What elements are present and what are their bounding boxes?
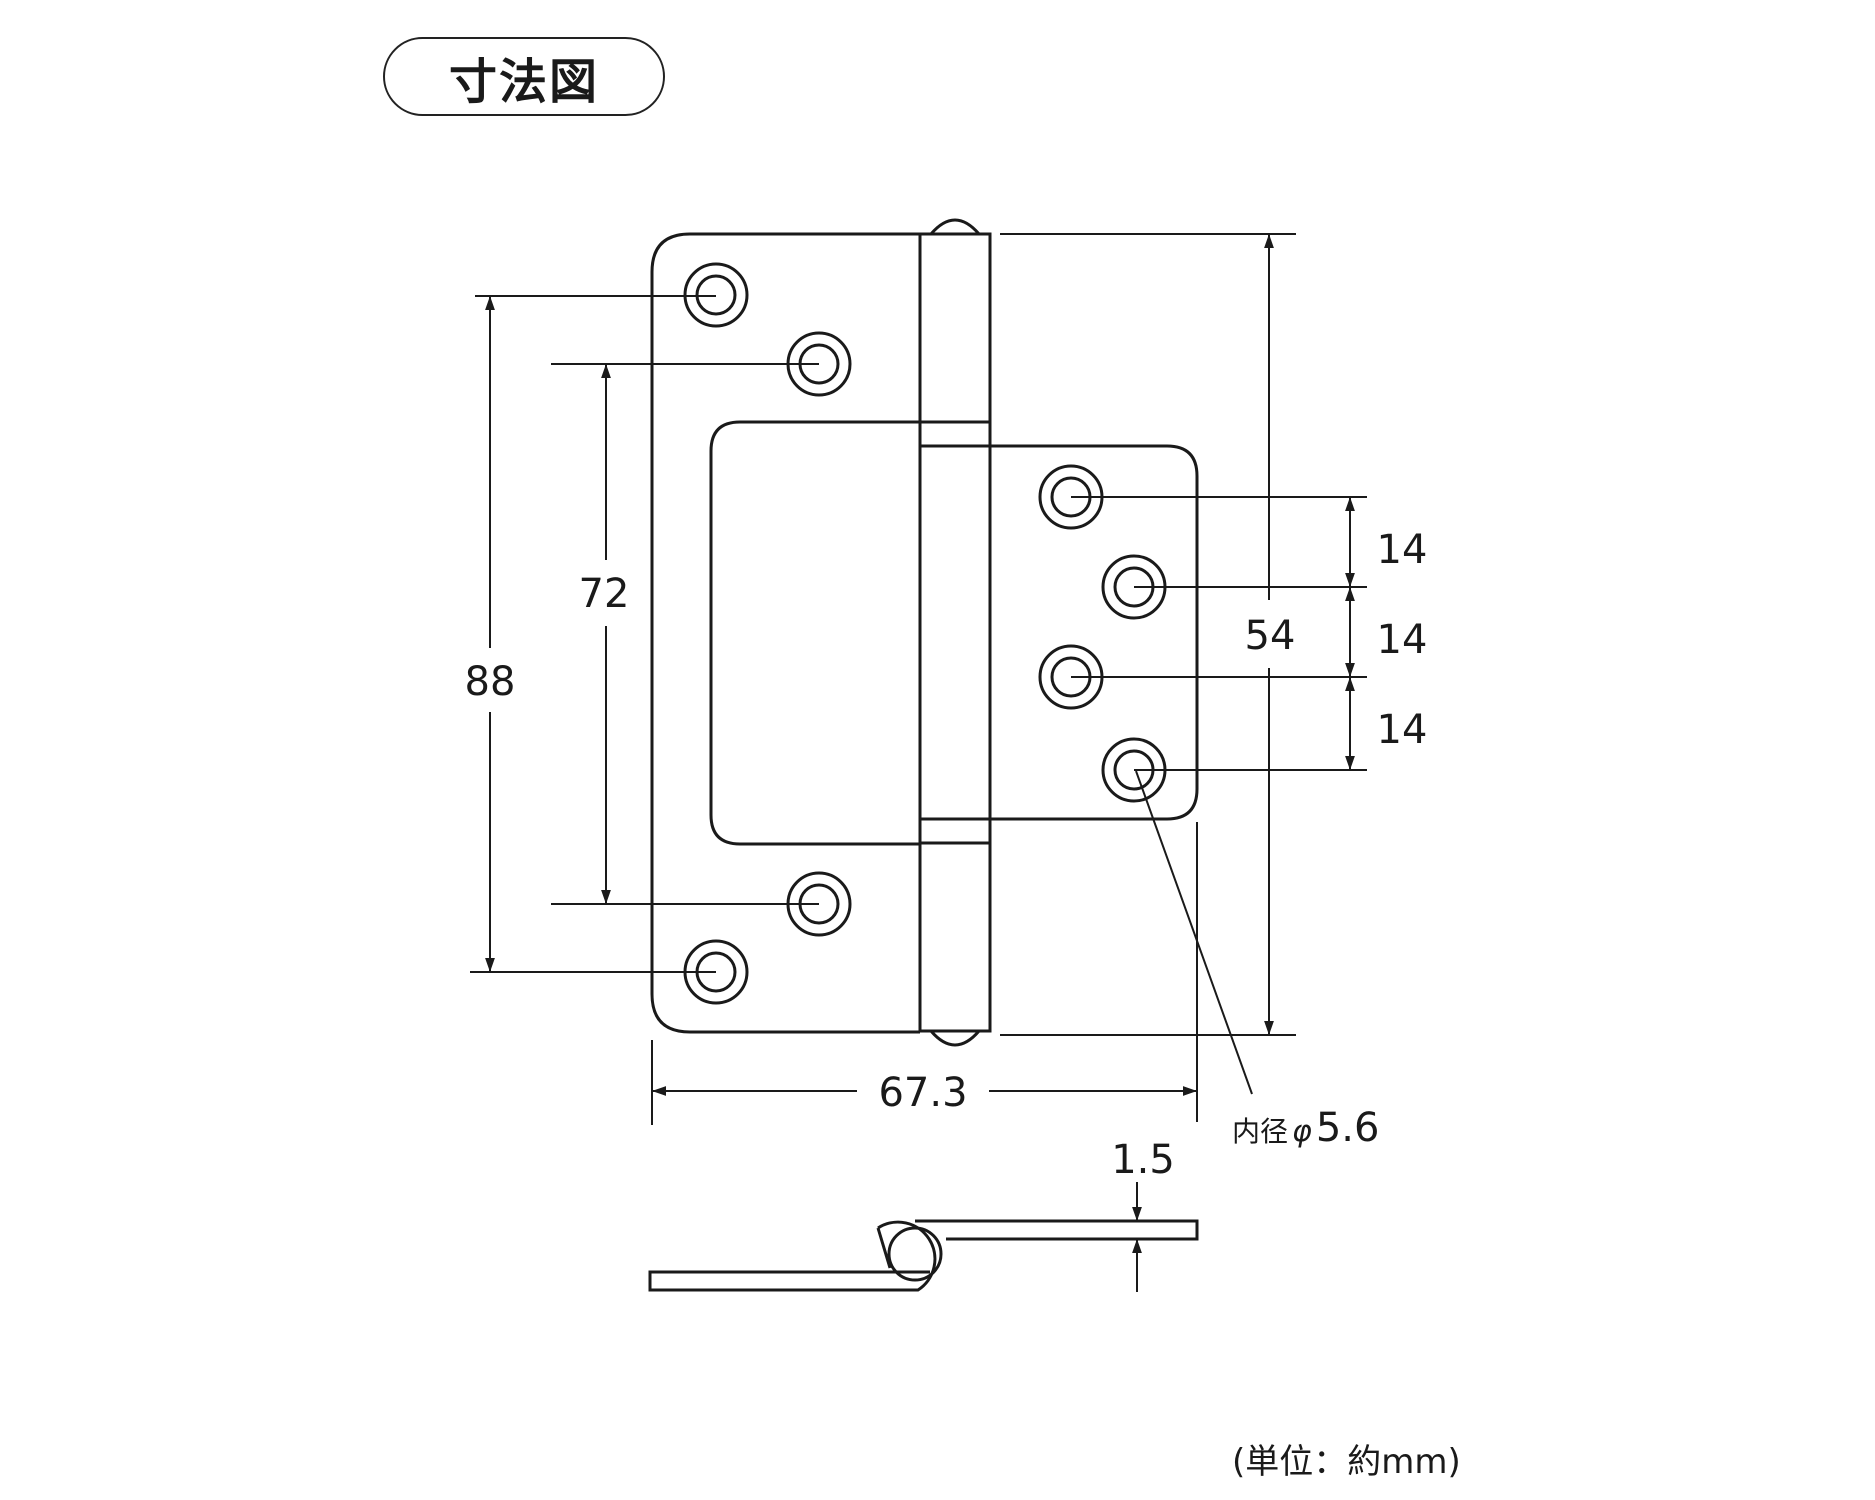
- hole-leader-line: [1135, 770, 1253, 1095]
- pin-cap-top: [929, 218, 981, 235]
- side-leaf-join: [876, 1227, 892, 1269]
- pin-cap-bottom: [929, 1030, 981, 1047]
- right-leaf: [920, 444, 1199, 821]
- dim-label-outer-pitch: 88: [464, 659, 516, 705]
- unit-note: (単位：約mm): [1232, 1442, 1461, 1482]
- dim-label-pitch-3: 14: [1376, 707, 1428, 753]
- dim-label-width: 67.3: [878, 1070, 968, 1116]
- dim-label-pitch-1: 14: [1376, 527, 1428, 573]
- dim-label-height: 54: [1244, 613, 1296, 659]
- diameter-symbol-icon: φ: [1292, 1114, 1312, 1149]
- side-top-leaf: [915, 1219, 1199, 1241]
- holes: [683, 262, 1167, 1005]
- side-pin: [887, 1226, 943, 1282]
- hinge-front-view: [650, 218, 1199, 1047]
- knuckle: [918, 232, 992, 1033]
- dim-label-thickness: 1.5: [1111, 1137, 1175, 1183]
- page-title: 寸法図: [383, 37, 665, 116]
- hinge-side-view: [648, 1219, 1199, 1292]
- leaf-cutout: [709, 420, 920, 846]
- dim-label-inner-pitch: 72: [578, 571, 630, 617]
- dimension-lines: [470, 233, 1367, 1125]
- left-leaf: [650, 232, 920, 1034]
- hole-note-label: 内径: [1232, 1115, 1289, 1148]
- side-bottom-leaf: [648, 1220, 937, 1292]
- hole-note-value: 5.6: [1315, 1105, 1380, 1151]
- dim-label-pitch-2: 14: [1376, 617, 1428, 663]
